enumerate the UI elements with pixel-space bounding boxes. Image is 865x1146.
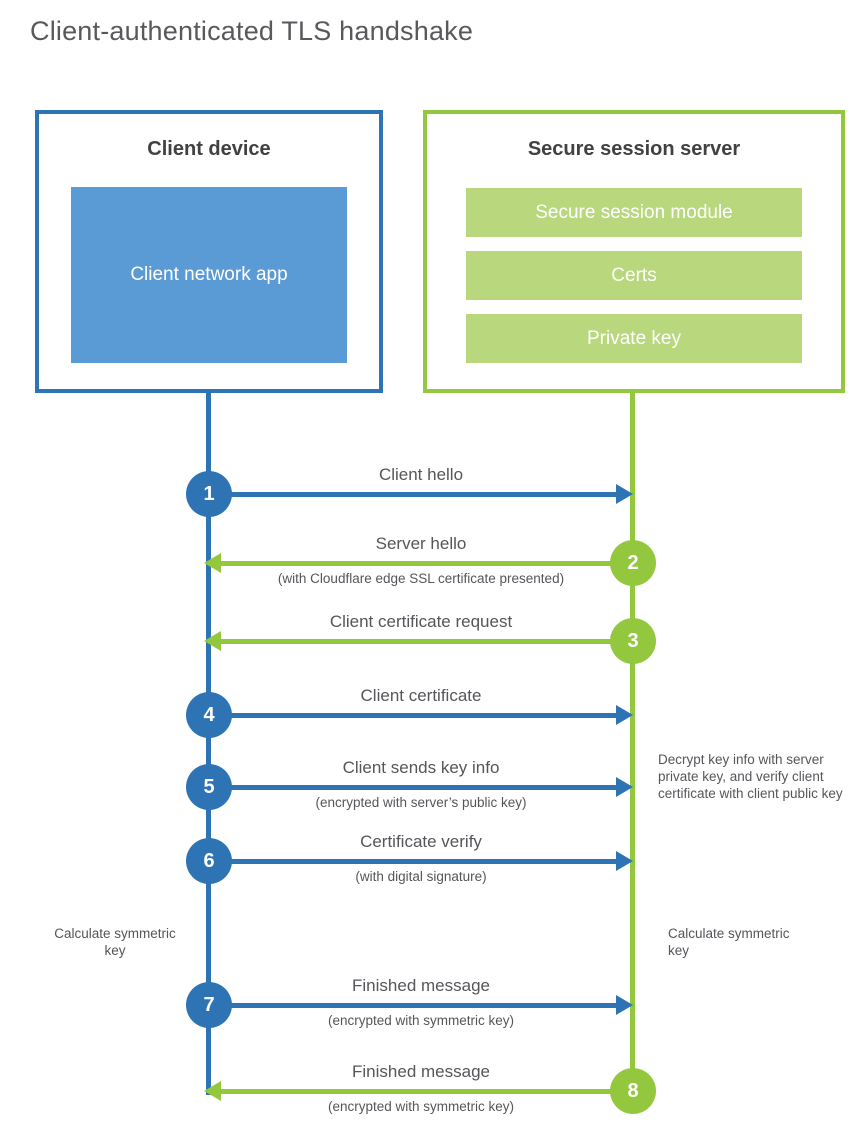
step-1-arrow-line — [231, 492, 617, 497]
step-2-label: Server hello — [375, 534, 467, 553]
client-device-box: Client device Client network app — [35, 110, 383, 393]
step-2-badge: 2 — [610, 540, 656, 586]
step-1-badge: 1 — [186, 471, 232, 517]
step-6-label: Certificate verify — [360, 832, 482, 851]
secure-session-server-title: Secure session server — [527, 138, 741, 160]
step-3-badge: 3 — [610, 618, 656, 664]
arrowhead-left-icon — [204, 631, 221, 651]
step-4-badge: 4 — [186, 692, 232, 738]
arrowhead-right-icon — [616, 705, 633, 725]
module-certs: Certs — [466, 251, 802, 300]
secure-session-server-box: Secure session server Secure session mod… — [423, 110, 845, 393]
module-secure-session-module: Secure session module — [466, 188, 802, 237]
client-network-app-box: Client network app — [71, 187, 347, 363]
arrowhead-right-icon — [616, 851, 633, 871]
step-8-label: Finished message — [352, 1062, 490, 1081]
step-7-arrow-line — [231, 1003, 617, 1008]
step-7-label: Finished message — [352, 976, 490, 995]
arrowhead-right-icon — [616, 777, 633, 797]
step-8-badge: 8 — [610, 1068, 656, 1114]
arrowhead-left-icon — [204, 553, 221, 573]
step-2-sublabel: (with Cloudflare edge SSL certificate pr… — [277, 571, 565, 586]
step-5-badge: 5 — [186, 764, 232, 810]
step-3-arrow-line — [221, 639, 611, 644]
arrowhead-right-icon — [616, 484, 633, 504]
step-7-badge: 7 — [186, 982, 232, 1028]
client-lifeline — [206, 393, 211, 1095]
step-3-label: Client certificate request — [329, 612, 513, 631]
step-5-sublabel: (encrypted with server’s public key) — [315, 795, 527, 810]
step-5-label: Client sends key info — [342, 758, 500, 777]
module-private-key: Private key — [466, 314, 802, 363]
step-5-arrow-line — [231, 785, 617, 790]
arrowhead-left-icon — [204, 1081, 221, 1101]
server-lifeline — [630, 393, 635, 1093]
step-7-sublabel: (encrypted with symmetric key) — [327, 1013, 515, 1028]
page-title: Client-authenticated TLS handshake — [30, 16, 474, 46]
arrowhead-right-icon — [616, 995, 633, 1015]
step-8-sublabel: (encrypted with symmetric key) — [327, 1099, 515, 1114]
client-device-title: Client device — [147, 138, 271, 160]
step-6-sublabel: (with digital signature) — [355, 869, 487, 884]
calc-symmetric-key-note-client: Calculate symmetric key — [54, 926, 176, 958]
calc-symmetric-key-note-server: Calculate symmetric key — [668, 926, 790, 958]
step-6-badge: 6 — [186, 838, 232, 884]
step-6-arrow-line — [231, 859, 617, 864]
decrypt-note: Decrypt key info with server private key… — [658, 752, 843, 801]
step-1-label: Client hello — [378, 465, 464, 484]
step-8-arrow-line — [221, 1089, 611, 1094]
step-4-label: Client certificate — [360, 686, 482, 705]
step-2-arrow-line — [221, 561, 611, 566]
step-4-arrow-line — [231, 713, 617, 718]
